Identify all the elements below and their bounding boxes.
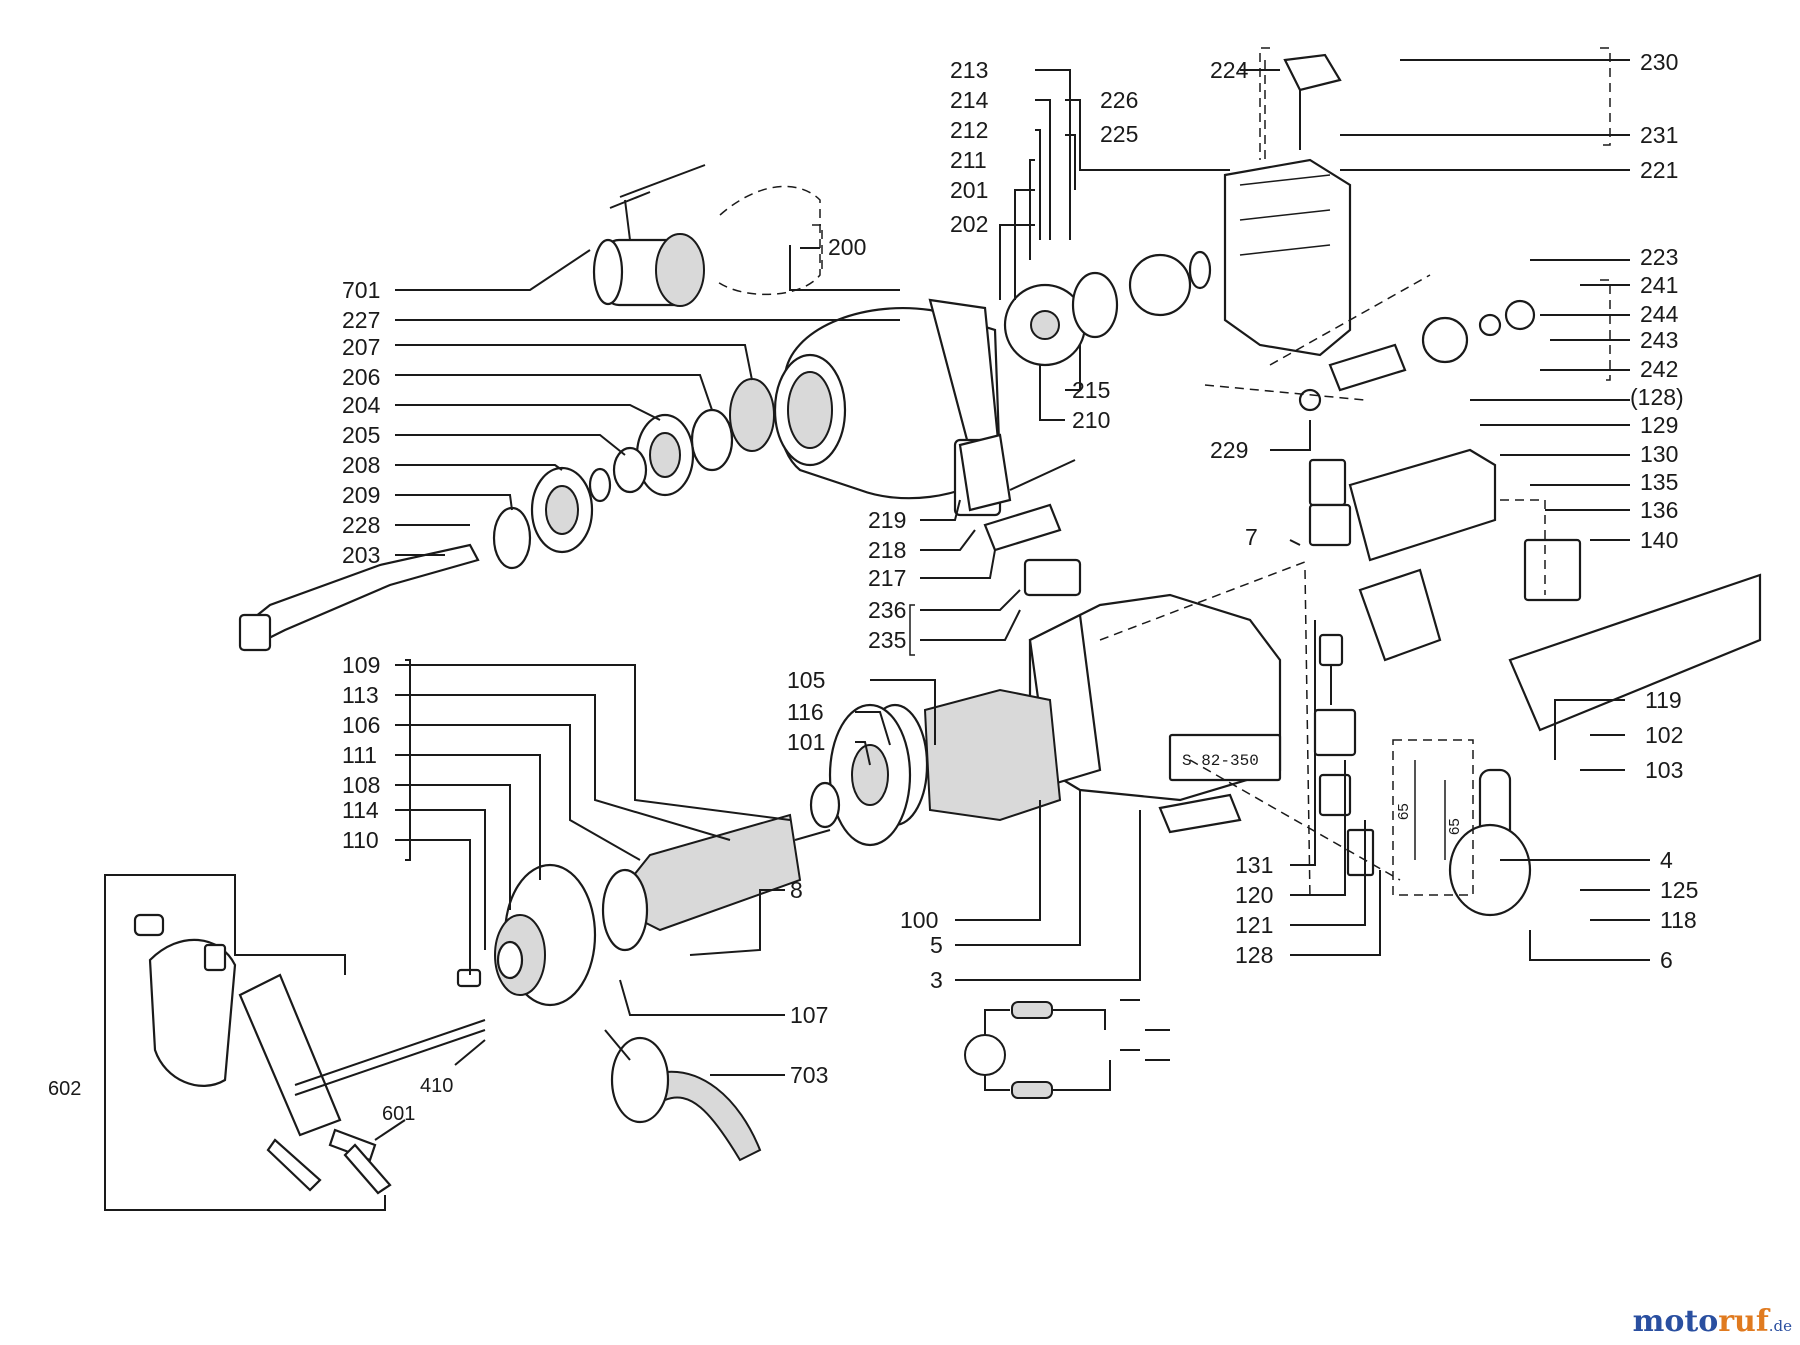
label-116: 116 — [787, 699, 824, 725]
label-120: 120 — [1235, 882, 1273, 908]
label-109: 109 — [342, 652, 380, 678]
clamp-assembly — [133, 913, 486, 1195]
brush-set — [1313, 633, 1375, 877]
label-219: 219 — [868, 507, 906, 533]
label-229: 229 — [1210, 437, 1248, 463]
label-108: 108 — [342, 772, 380, 798]
label-203: 203 — [342, 542, 380, 568]
side-handle — [604, 1029, 762, 1162]
label-241: 241 — [1640, 272, 1678, 298]
label-236: 236 — [868, 597, 906, 623]
fan-assembly — [809, 703, 912, 847]
spindle — [238, 543, 480, 652]
label-121: 121 — [1235, 912, 1273, 938]
label-6: 6 — [1660, 947, 1673, 973]
label-118: 118 — [1660, 907, 1697, 933]
label-218: 218 — [868, 537, 906, 563]
label-228: 228 — [342, 512, 380, 538]
label-105: 105 — [787, 667, 825, 693]
part-labels: 213 214 212 211 201 202 226 225 224 230 … — [48, 49, 1698, 1125]
label-410: 410 — [420, 1075, 453, 1097]
label-128-ref: (128) — [1630, 384, 1684, 410]
label-601: 601 — [382, 1103, 415, 1125]
label-119: 119 — [1645, 687, 1682, 713]
dimension-a: 65 — [1395, 803, 1412, 820]
label-212: 212 — [950, 117, 988, 143]
label-107: 107 — [790, 1002, 828, 1028]
leader-lines — [104, 59, 1650, 1211]
label-243: 243 — [1640, 327, 1678, 353]
wiring-schematic — [964, 999, 1170, 1099]
label-210: 210 — [1072, 407, 1110, 433]
label-215: 215 — [1072, 377, 1110, 403]
label-213: 213 — [950, 57, 988, 83]
rear-handle — [1308, 448, 1762, 917]
end-bracket — [456, 863, 597, 1007]
label-221: 221 — [1640, 157, 1678, 183]
bearing-stack — [492, 378, 775, 570]
label-3: 3 — [930, 967, 943, 993]
label-205: 205 — [342, 422, 380, 448]
armature — [601, 813, 831, 952]
brush-dimension-inset: 65 65 — [1392, 739, 1474, 896]
label-214: 214 — [950, 87, 989, 113]
brace-marks — [812, 47, 1611, 656]
dimension-b: 65 — [1446, 818, 1463, 835]
label-101: 101 — [787, 729, 825, 755]
label-242: 242 — [1640, 356, 1678, 382]
switch-housing — [1223, 53, 1352, 357]
label-227: 227 — [342, 307, 380, 333]
label-224: 224 — [1210, 57, 1249, 83]
label-110: 110 — [342, 827, 379, 853]
label-211: 211 — [950, 147, 987, 173]
drill-chuck — [592, 164, 821, 307]
label-226: 226 — [1100, 87, 1138, 113]
label-130: 130 — [1640, 441, 1678, 467]
label-206: 206 — [342, 364, 380, 390]
label-217: 217 — [868, 565, 906, 591]
label-128: 128 — [1235, 942, 1273, 968]
label-114: 114 — [342, 797, 379, 823]
label-136: 136 — [1640, 497, 1678, 523]
label-111: 111 — [342, 742, 377, 768]
label-102: 102 — [1645, 722, 1683, 748]
label-5: 5 — [930, 932, 943, 958]
label-207: 207 — [342, 334, 380, 360]
label-235: 235 — [868, 627, 906, 653]
label-701: 701 — [342, 277, 380, 303]
nameplate-text: S 82-350 — [1182, 752, 1259, 770]
label-106: 106 — [342, 712, 380, 738]
label-225: 225 — [1100, 121, 1138, 147]
label-223: 223 — [1640, 244, 1678, 270]
gear-set — [1003, 250, 1212, 367]
label-4: 4 — [1660, 847, 1673, 873]
label-103: 103 — [1645, 757, 1683, 783]
label-140: 140 — [1640, 527, 1678, 553]
label-135: 135 — [1640, 469, 1678, 495]
label-8: 8 — [790, 877, 803, 903]
label-204: 204 — [342, 392, 381, 418]
label-100: 100 — [900, 907, 938, 933]
label-230: 230 — [1640, 49, 1678, 75]
label-703: 703 — [790, 1062, 828, 1088]
label-125: 125 — [1660, 877, 1698, 903]
label-113: 113 — [342, 682, 379, 708]
label-602: 602 — [48, 1078, 81, 1100]
label-131: 131 — [1235, 852, 1273, 878]
label-209: 209 — [342, 482, 380, 508]
label-200: 200 — [828, 234, 866, 260]
label-129: 129 — [1640, 412, 1678, 438]
label-244: 244 — [1640, 301, 1679, 327]
gear-housing — [773, 298, 1002, 517]
label-231: 231 — [1640, 122, 1678, 148]
motor-housing: S 82-350 — [1028, 593, 1282, 834]
bracket-parts — [958, 433, 1082, 597]
watermark-logo: motoruf.de — [1632, 1304, 1792, 1339]
label-201: 201 — [950, 177, 988, 203]
label-7: 7 — [1245, 524, 1258, 550]
label-208: 208 — [342, 452, 380, 478]
label-202: 202 — [950, 211, 988, 237]
